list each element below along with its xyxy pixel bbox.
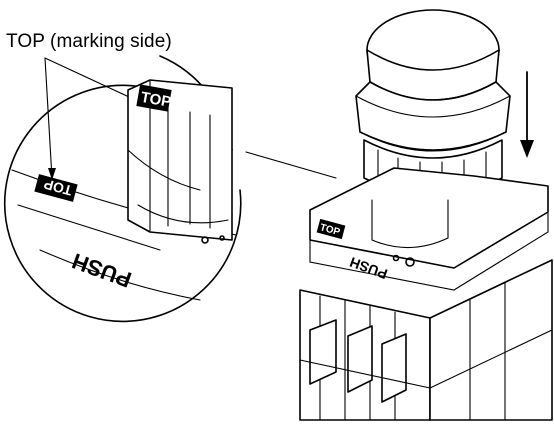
top-marking-plate: TOP [319, 222, 342, 238]
detail-magnifier: TOP TOP PUSH [3, 55, 242, 323]
detail-connector [245, 151, 337, 179]
top-marking-collar: TOP [139, 89, 172, 111]
contact-blocks [299, 259, 553, 421]
push-marking-detail: PUSH [69, 248, 135, 292]
callout-label: TOP (marking side) [6, 31, 172, 52]
push-button-cap [355, 9, 511, 152]
top-marking-panel: TOP [42, 176, 74, 199]
push-marking-plate: PUSH [348, 254, 390, 282]
switch-assembly: TOP TOP PUSH [299, 9, 553, 421]
panel-plate: TOP PUSH [309, 167, 549, 291]
down-arrow-icon [520, 71, 534, 158]
